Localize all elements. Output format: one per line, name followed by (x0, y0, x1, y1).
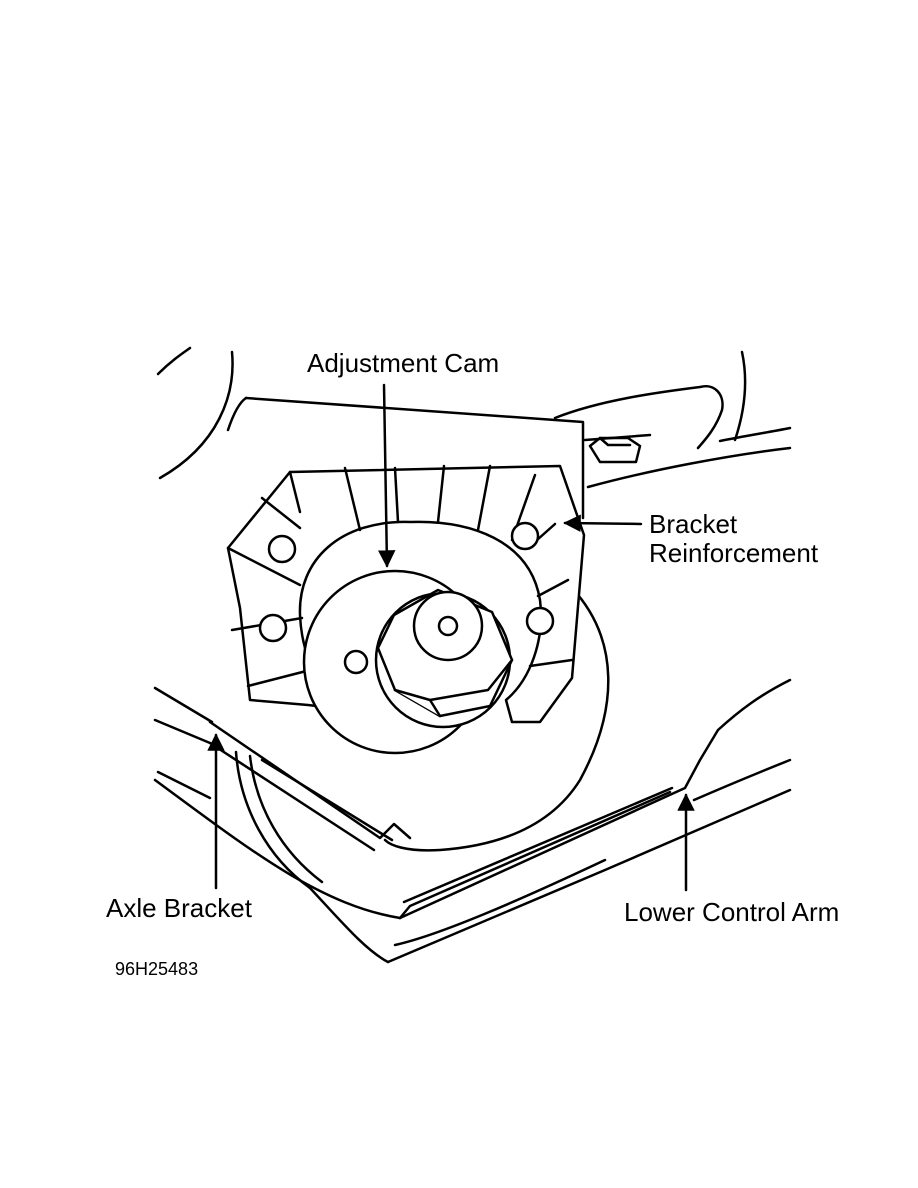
lower-control-arm (153, 678, 792, 964)
arrow-adjustment-cam (377, 383, 396, 568)
axle-bracket-label: Axle Bracket (106, 893, 252, 923)
leader-arrows (207, 383, 695, 892)
arrow-bracket-reinforcement (563, 514, 643, 532)
cam-bolt (374, 588, 514, 729)
bracket-reinforcement-label-line1: Bracket (649, 509, 738, 539)
upper-nut (588, 436, 642, 464)
bracket-reinforcement-label-line2: Reinforcement (649, 538, 819, 568)
figure-id-label: 96H25483 (115, 959, 199, 979)
bracket-reinforcement-plate (244, 396, 585, 520)
adjustment-cam-label: Adjustment Cam (307, 348, 500, 378)
lower-control-arm-label: Lower Control Arm (624, 897, 840, 927)
